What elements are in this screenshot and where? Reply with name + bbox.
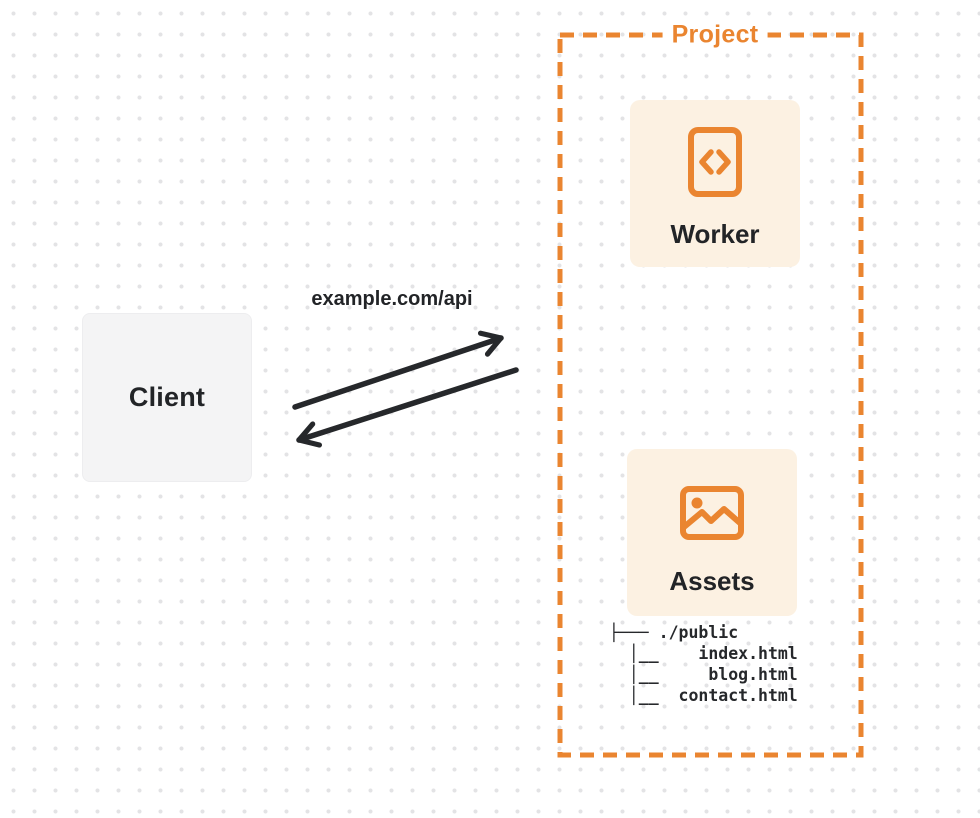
tree-line-index: │__ index.html bbox=[609, 644, 798, 663]
assets-label: Assets bbox=[669, 566, 755, 596]
response-arrow bbox=[296, 367, 519, 448]
worker-label: Worker bbox=[670, 219, 760, 249]
code-file-icon bbox=[688, 127, 742, 197]
assets-node: Assets bbox=[627, 449, 797, 616]
request-arrow bbox=[292, 330, 504, 410]
tree-line-public: ├─── ./public bbox=[609, 623, 739, 642]
request-url-label: example.com/api bbox=[311, 288, 473, 310]
assets-file-tree: ├─── ./public │__ index.html │__ blog.ht… bbox=[609, 622, 798, 706]
client-node: Client bbox=[82, 313, 252, 482]
tree-line-contact: │__ contact.html bbox=[609, 686, 798, 705]
image-icon bbox=[680, 486, 744, 540]
worker-node: Worker bbox=[630, 100, 800, 267]
tree-line-blog: │__ blog.html bbox=[609, 665, 798, 684]
client-label: Client bbox=[128, 382, 206, 412]
project-title: Project bbox=[662, 20, 768, 50]
